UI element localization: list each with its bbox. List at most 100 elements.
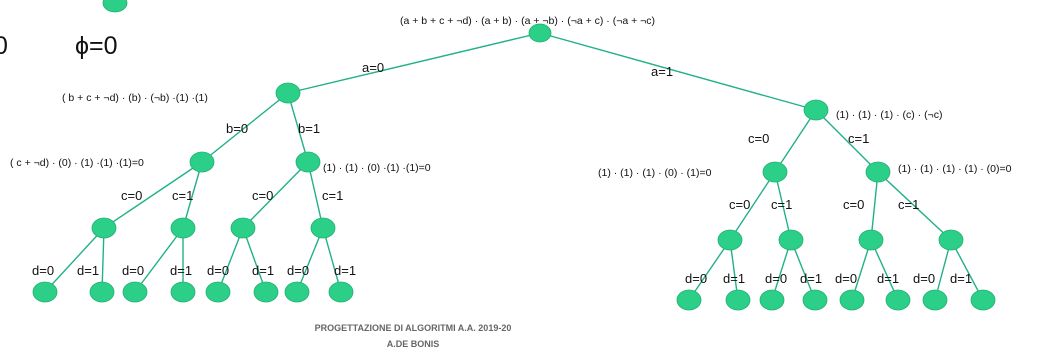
edge-c0-right [774, 109, 817, 173]
tree-node [310, 217, 336, 239]
leaf-node [922, 289, 948, 311]
edge-label-c1-right-a: c=1 [771, 197, 792, 212]
edge [790, 239, 816, 301]
edge-label-c1-mid: c=1 [322, 188, 343, 203]
leaf-node [328, 281, 354, 303]
leaf-node [205, 281, 231, 303]
edge [870, 171, 879, 241]
leaf-node [676, 289, 702, 311]
formula-a0b0: ( c + ¬d) · (0) · (1) ·(1) ·(1)=0 [10, 157, 144, 169]
edge-label-d: d=0 [765, 271, 787, 286]
tree-node [858, 229, 884, 251]
tree-node [778, 229, 804, 251]
edge [729, 171, 776, 241]
leaf-node [284, 281, 310, 303]
edge-label-d: d=0 [835, 271, 857, 286]
node-a0 [275, 82, 301, 104]
leaf-node [839, 289, 865, 311]
leaf-node [885, 289, 911, 311]
edge-c1-right [815, 109, 879, 173]
tree-node [938, 229, 964, 251]
phi-label: ϕ=0 [75, 32, 118, 60]
edge-root-a0 [287, 32, 541, 94]
edge [322, 227, 342, 293]
edge [134, 227, 184, 293]
edge-label-c0-right-b: c=0 [843, 197, 864, 212]
edge-label-d: d=0 [207, 263, 229, 278]
edge [242, 161, 309, 229]
edge-label-a1: a=1 [651, 64, 673, 79]
leaf-node [32, 281, 58, 303]
edge-label-d: d=0 [913, 271, 935, 286]
formula-a0b1: (1) · (1) · (0) ·(1) ·(1)=0 [323, 162, 431, 174]
edge [870, 239, 899, 301]
edge-label-c1-right-b: c=1 [898, 197, 919, 212]
edge-label-d: d=1 [877, 271, 899, 286]
edge-label-d: d=0 [32, 263, 54, 278]
edge-label-d: d=1 [252, 263, 274, 278]
footer-course: PROGETTAZIONE DI ALGORITMI A.A. 2019-20 [315, 323, 512, 333]
edge [877, 171, 952, 241]
node-a0b1 [295, 151, 321, 173]
edge [217, 227, 244, 293]
edge [296, 227, 324, 293]
edge-label-c0-right-top: c=0 [748, 131, 769, 146]
formula-a1: (1) · (1) · (1) · (c) · (¬c) [836, 109, 942, 121]
formula-a1c1: (1) · (1) · (1) · (1) · (0)=0 [898, 163, 1012, 175]
edge-label-d: d=0 [122, 263, 144, 278]
edge-label-c0-mid: c=0 [252, 188, 273, 203]
edge-label-c1-left: c=1 [172, 188, 193, 203]
tree-node [170, 217, 196, 239]
edge [182, 161, 203, 229]
tree-node [230, 217, 256, 239]
edge [103, 161, 203, 229]
edge-label-b0: b=0 [226, 121, 248, 136]
leaf-node [253, 281, 279, 303]
edge-label-c0-right-a: c=0 [729, 197, 750, 212]
edge-root-a1 [539, 32, 817, 111]
leaf-node [759, 289, 785, 311]
edge-label-d: d=1 [170, 263, 192, 278]
edge [774, 171, 792, 241]
formula-a0: ( b + c + ¬d) · (b) · (¬b) ·(1) ·(1) [62, 92, 208, 104]
edge-label-d: d=1 [77, 263, 99, 278]
edge [950, 239, 984, 301]
edge-b1 [287, 92, 309, 163]
edge-label-d: d=1 [723, 271, 745, 286]
edge-label-d: d=1 [800, 271, 822, 286]
left-partial-label: 0 [0, 32, 8, 60]
edge-label-d: d=1 [334, 263, 356, 278]
edge [688, 239, 731, 301]
tree-node [91, 217, 117, 239]
edge-label-a0: a=0 [362, 60, 384, 75]
edge-label-c0-left: c=0 [121, 188, 142, 203]
edge-b0 [201, 92, 289, 163]
partial-node-top [102, 0, 128, 13]
node-a0b0 [189, 151, 215, 173]
edge [101, 227, 105, 293]
formula-a1c0: (1) · (1) · (1) · (0) · (1)=0 [598, 167, 712, 179]
edge [242, 227, 267, 293]
edge-label-d: d=1 [950, 271, 972, 286]
leaf-node [802, 289, 828, 311]
node-a1 [803, 99, 829, 121]
tree-node [717, 229, 743, 251]
root-node [528, 23, 552, 43]
leaf-node [170, 281, 196, 303]
edge [44, 227, 105, 293]
edge [307, 161, 324, 229]
node-a1c1 [865, 161, 891, 183]
edge-label-b1: b=1 [298, 121, 320, 136]
leaf-node [122, 281, 148, 303]
footer-author: A.DE BONIS [387, 339, 440, 349]
leaf-node [89, 281, 115, 303]
leaf-node [970, 289, 996, 311]
edge-label-d: d=0 [287, 263, 309, 278]
edge-label-c1-right-top: c=1 [848, 131, 869, 146]
leaf-node [725, 289, 751, 311]
edge-label-d: d=0 [685, 271, 707, 286]
node-a1c0 [762, 161, 788, 183]
root-formula: (a + b + c + ¬d) · (a + b) · (a + ¬b) · … [400, 15, 655, 27]
